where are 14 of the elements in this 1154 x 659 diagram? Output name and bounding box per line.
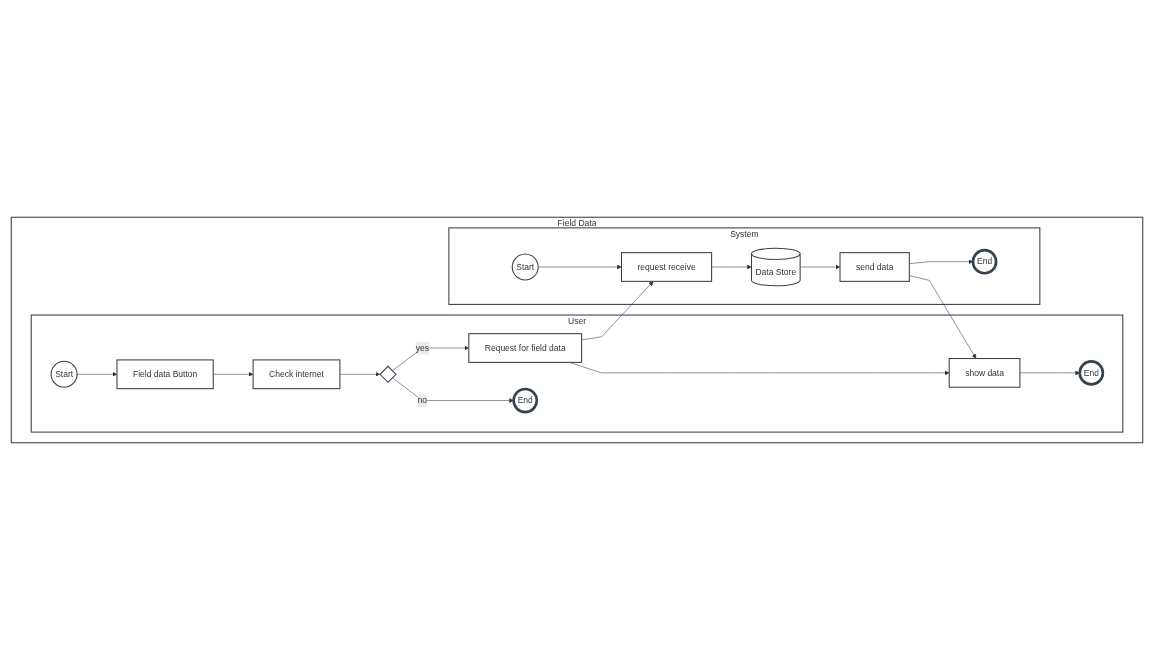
node-circle: End: [971, 248, 998, 275]
node-circle: Start: [50, 360, 78, 388]
node-diamond: [379, 365, 397, 383]
node-box: request receive: [621, 251, 713, 282]
node-circle: End: [512, 387, 539, 413]
node-box: Request for field data: [468, 332, 583, 363]
node-box: send data: [839, 251, 910, 282]
edge-label: yes: [415, 342, 429, 352]
node-box: Check internet: [252, 358, 341, 389]
node-circle: Start: [511, 253, 539, 280]
node-circle: End: [1078, 359, 1105, 386]
node-box: show data: [948, 357, 1021, 388]
edge-label: no: [417, 395, 428, 405]
node-box: Field data Button: [116, 358, 214, 389]
